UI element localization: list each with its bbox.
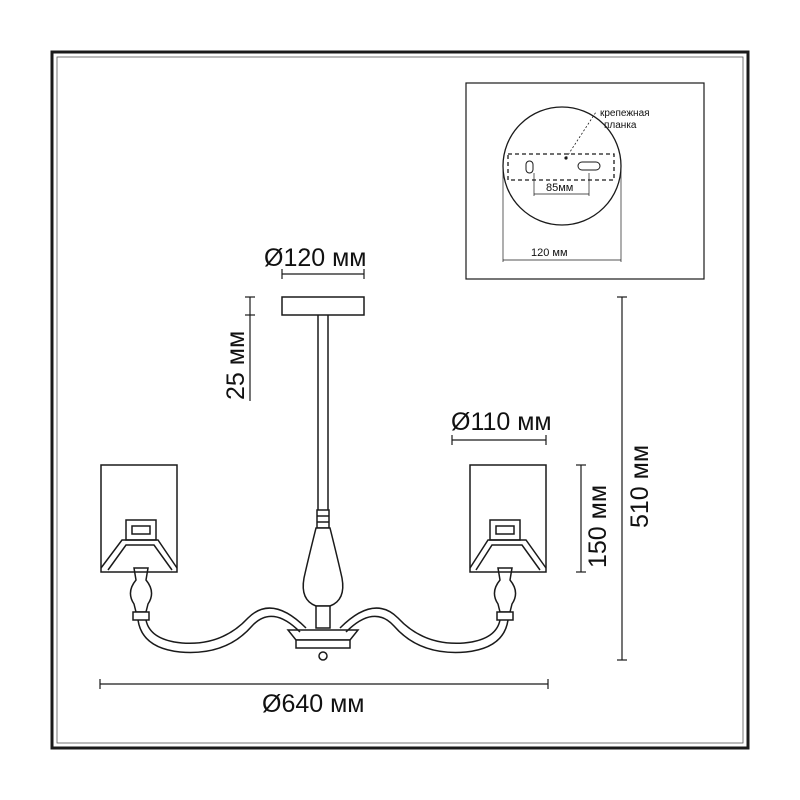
mounting-plate-outline: [507, 153, 615, 181]
hole-spacing-label: 85мм: [546, 182, 573, 194]
total-height-label: 510 мм: [626, 445, 654, 528]
mounting-plate-inset: крепежная планка 85мм 120 мм: [465, 82, 705, 280]
right-arm: [345, 615, 509, 654]
right-shade: [469, 464, 547, 573]
dimension-lines: [99, 269, 627, 689]
left-arm: [137, 615, 301, 654]
left-shade: [100, 464, 178, 573]
canopy-height-label: 25 мм: [222, 331, 250, 400]
plate-label-line2: планка: [604, 120, 637, 131]
chandelier: [100, 296, 547, 661]
mounting-hole-left: [525, 160, 534, 174]
shade-diameter-label: Ø110 мм: [451, 408, 552, 436]
base-diameter-label: 120 мм: [531, 247, 568, 259]
mounting-hole-right: [577, 161, 601, 171]
central-column: [302, 527, 344, 607]
outer-frame: [50, 50, 750, 750]
total-diameter-label: Ø640 мм: [262, 690, 364, 718]
plate-label-line1: крепежная: [600, 108, 650, 119]
canopy: [281, 296, 365, 316]
shade-height-label: 150 мм: [584, 485, 612, 568]
canopy-diameter-label: Ø120 мм: [264, 244, 366, 272]
